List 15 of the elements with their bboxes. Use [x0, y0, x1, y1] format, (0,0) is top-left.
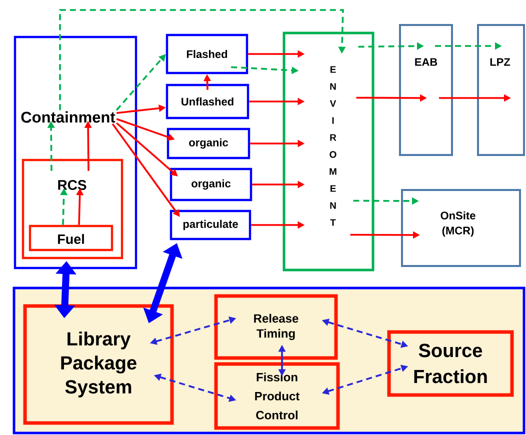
process-box: Flashed: [166, 34, 248, 74]
zone-box: OnSite (MCR): [401, 189, 521, 267]
module-box: Source Fraction: [387, 330, 514, 397]
module-box: Fission Product Control: [214, 362, 340, 430]
process-box: organic: [170, 168, 252, 202]
zone-box: LPZ: [477, 24, 525, 156]
process-box: Unflashed: [166, 84, 250, 120]
dashed-arrow: [59, 9, 346, 110]
module-box: Library Package System: [23, 304, 174, 425]
fuel-box: Fuel: [28, 224, 114, 252]
process-box: particulate: [170, 210, 252, 240]
module-box: Release Timing: [214, 294, 338, 360]
process-box: organic: [166, 128, 250, 160]
environment-box: ENVIROMENT: [282, 32, 374, 272]
zone-box: EAB: [399, 24, 453, 156]
